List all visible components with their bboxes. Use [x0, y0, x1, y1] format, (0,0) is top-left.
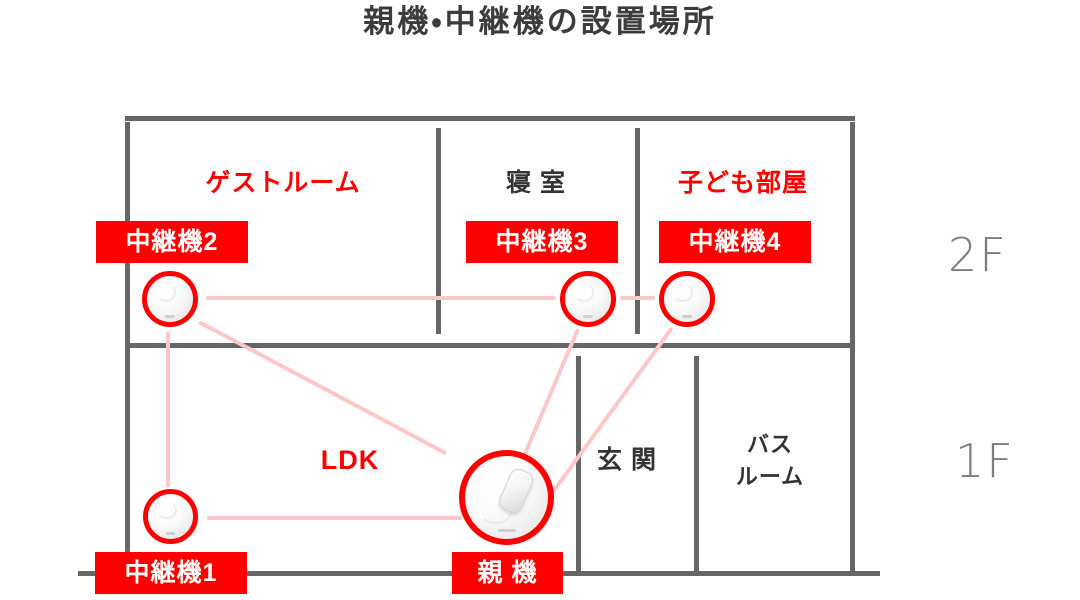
device-logo-mark	[164, 314, 176, 318]
repeater4-device-icon[interactable]	[659, 271, 715, 327]
wall-1f-divider-ldk-entrance	[576, 356, 581, 571]
wall-2f-right	[850, 122, 855, 344]
room-label-kids-room: 子ども部屋	[677, 169, 808, 197]
wall-2f-divider-guest-bedroom	[436, 128, 441, 334]
badge-repeater3[interactable]: 中継機3	[466, 221, 618, 263]
link-repeater2-repeater3	[206, 296, 556, 300]
main-unit-device-icon[interactable]	[459, 450, 554, 545]
device-logo-mark	[681, 314, 693, 318]
badge-repeater1[interactable]: 中継機1	[95, 552, 247, 594]
device-sheen	[156, 283, 177, 302]
repeater2-device-icon[interactable]	[142, 271, 198, 327]
link-repeater2-main-unit	[198, 320, 448, 456]
room-label-guest-room: ゲストルーム	[205, 169, 361, 197]
repeater3-device-icon[interactable]	[560, 271, 616, 327]
room-label-bedroom: 寝 室	[506, 169, 566, 197]
wall-top	[125, 116, 855, 121]
device-logo-mark	[165, 531, 176, 535]
room-label-ldk: LDK	[320, 445, 380, 475]
room-label-bathroom-line2: ルーム	[735, 464, 805, 489]
room-label-bathroom-line1: バス	[746, 432, 793, 457]
badge-repeater4[interactable]: 中継機4	[659, 221, 811, 263]
device-logo-mark	[582, 314, 594, 318]
link-repeater2-repeater1	[166, 332, 170, 487]
device-logo-mark	[497, 528, 516, 532]
link-repeater1-main-unit	[207, 516, 462, 520]
page-title: 親機・中継機の設置場所	[363, 4, 717, 39]
repeater1-device-icon[interactable]	[143, 489, 198, 544]
device-sheen	[574, 283, 595, 302]
badge-main-unit[interactable]: 親 機	[452, 552, 563, 594]
device-sheen	[673, 283, 694, 302]
wall-2f-divider-bedroom-kids	[635, 128, 640, 334]
wall-1f-divider-entrance-bathroom	[694, 356, 699, 571]
floor-label-1f: 1F	[955, 434, 1015, 488]
room-label-entrance: 玄 関	[597, 446, 657, 474]
wall-1f-right	[850, 348, 855, 575]
badge-repeater2[interactable]: 中継機2	[96, 221, 248, 263]
link-repeater3-repeater4	[620, 296, 655, 300]
wall-1f-left	[125, 348, 130, 575]
router-antenna-icon	[496, 466, 536, 517]
device-sheen	[157, 501, 177, 520]
floor-label-2f: 2F	[948, 228, 1008, 282]
wall-floor-separator	[125, 343, 855, 348]
